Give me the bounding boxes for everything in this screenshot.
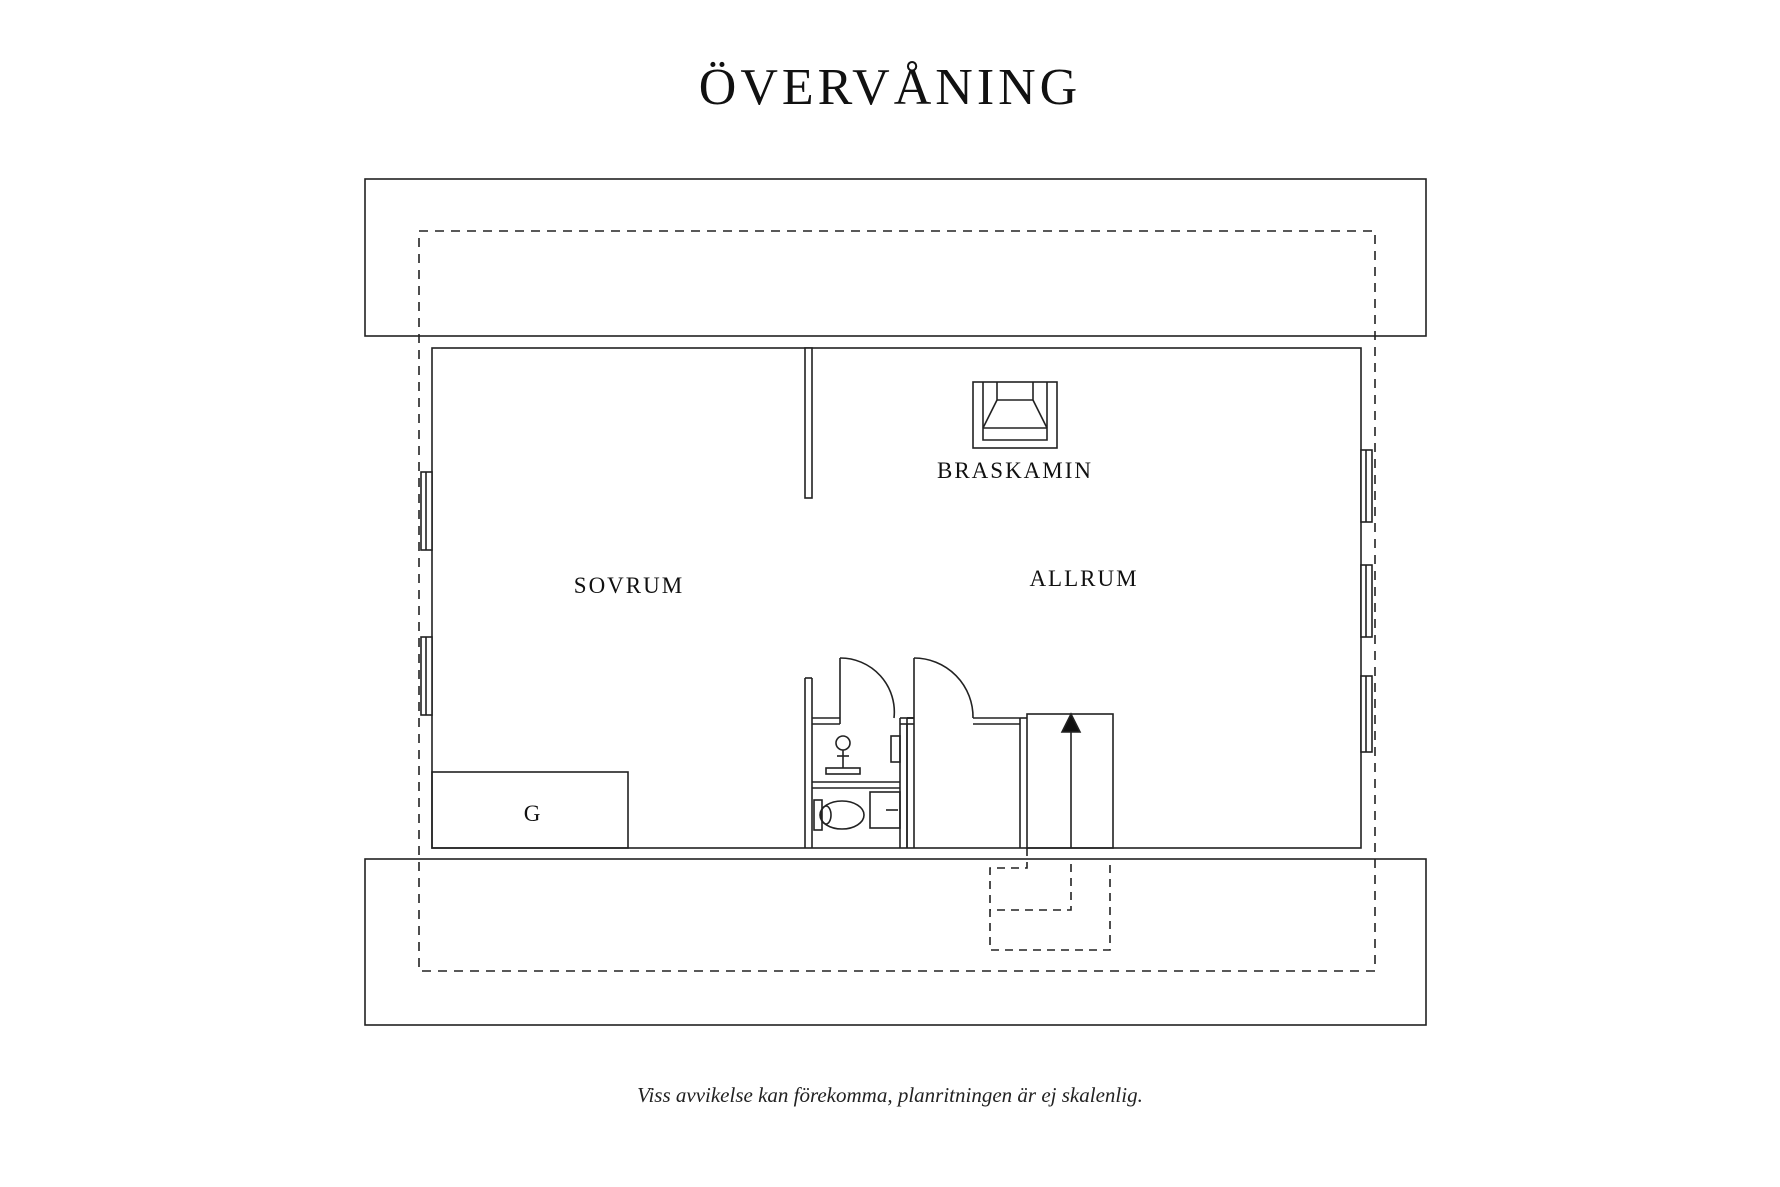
roof-outline-dashed xyxy=(418,230,1376,972)
window-right-1 xyxy=(1360,449,1373,523)
partition-wall xyxy=(804,347,813,499)
washbasin-symbol xyxy=(869,791,901,829)
room-label-braskamin: BRASKAMIN xyxy=(937,458,1093,483)
toilet-symbol xyxy=(813,799,865,831)
room-label-allrum: ALLRUM xyxy=(1029,566,1138,591)
roof-eave-bottom xyxy=(364,858,1427,1026)
stair-projection-dashed xyxy=(989,848,1111,951)
disclaimer-note: Viss avvikelse kan förekomma, planritnin… xyxy=(637,1083,1143,1107)
window-left-2 xyxy=(420,636,433,716)
floor-title: ÖVERVÅNING xyxy=(698,59,1082,116)
closet-door xyxy=(913,657,974,719)
room-label-garderob: G xyxy=(524,801,543,826)
bathroom-door xyxy=(839,657,896,724)
outer-wall xyxy=(431,347,1362,849)
window-right-3 xyxy=(1360,675,1373,753)
closet-walls xyxy=(906,717,1021,848)
fireplace-symbol xyxy=(972,381,1058,449)
roof-eave-top xyxy=(364,178,1427,337)
window-left-1 xyxy=(420,471,433,551)
staircase xyxy=(1020,712,1114,849)
wardrobe-box xyxy=(431,771,629,849)
room-label-sovrum: SOVRUM xyxy=(574,573,684,598)
window-right-2 xyxy=(1360,564,1373,638)
cabinet-symbol xyxy=(890,735,901,763)
sink-symbol xyxy=(825,735,861,775)
